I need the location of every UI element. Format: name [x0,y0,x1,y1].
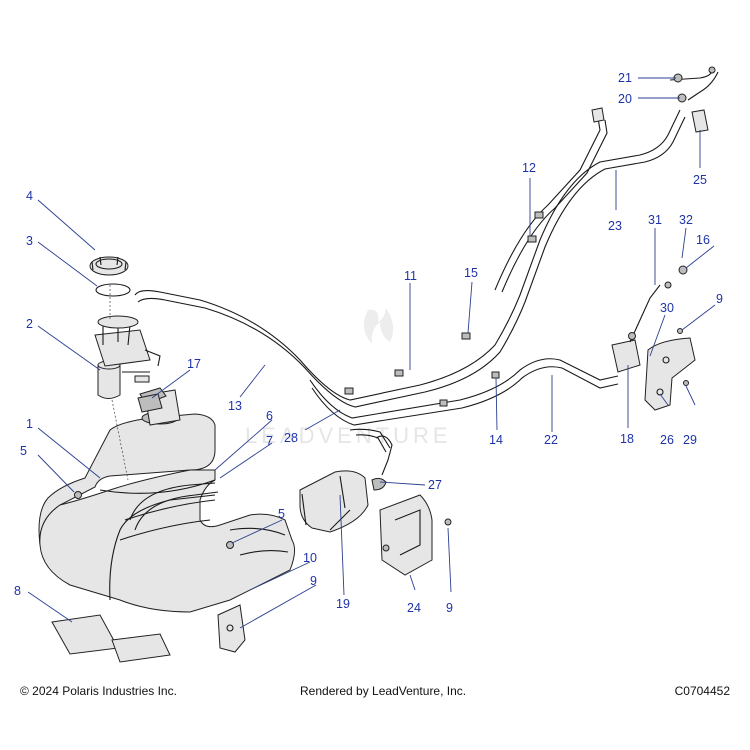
callout-20: 20 [618,92,632,106]
tank-strap [129,482,219,531]
callout-21: 21 [618,71,632,85]
callout-28: 28 [284,431,298,445]
callout-15: 15 [464,266,478,280]
tank-nut-left [74,491,82,499]
callout-7: 7 [266,434,273,448]
callout-18: 18 [620,432,634,446]
callout-3: 3 [26,234,33,248]
canister-bracket [379,494,452,576]
tank-nut-right [226,541,234,549]
callout-32: 32 [679,213,693,227]
callout-29: 29 [683,433,697,447]
callout-1: 1 [26,417,33,431]
callout-14: 14 [489,433,503,447]
callout-5-right: 5 [278,507,285,521]
callout-9-tank: 9 [310,574,317,588]
callout-30: 30 [660,301,674,315]
watermark: LEADVENTURE [245,308,452,448]
diagram-code: C0704452 [674,684,730,698]
lock-ring [89,256,129,276]
top-connectors [591,66,719,133]
heat-shield-pads [51,614,171,663]
sender-unit [137,393,163,413]
copyright-text: © 2024 Polaris Industries Inc. [20,684,177,698]
callout-9-bracket: 9 [716,292,723,306]
callout-19: 19 [336,597,350,611]
callout-24: 24 [407,601,421,615]
callout-17: 17 [187,357,201,371]
callout-10: 10 [303,551,317,565]
leader-lines [27,77,716,629]
callout-9-canister: 9 [446,601,453,615]
fuel-pump-assembly [94,315,161,399]
callout-16: 16 [696,233,710,247]
filter-bracket [644,328,696,411]
callout-12: 12 [522,161,536,175]
rendered-by-text: Rendered by LeadVenture, Inc. [300,684,467,698]
fuel-tank [38,387,296,613]
callout-4: 4 [26,189,33,203]
callout-23: 23 [608,219,622,233]
o-ring [95,283,131,297]
watermark-text: LEADVENTURE [245,423,452,448]
callout-27: 27 [428,478,442,492]
callout-13: 13 [228,399,242,413]
callout-25: 25 [693,173,707,187]
callout-6: 6 [266,409,273,423]
fuel-lines [134,109,686,453]
callout-5-left: 5 [20,444,27,458]
callout-labels: 4 3 2 1 5 8 17 13 6 7 5 10 9 28 19 11 15… [14,71,723,615]
callout-11: 11 [404,269,417,283]
callout-2: 2 [26,317,33,331]
evap-canister [299,435,393,533]
callout-8: 8 [14,584,21,598]
line-clips [344,211,544,407]
fuel-filter [611,265,688,373]
tank-bracket [217,604,246,653]
callout-31: 31 [648,213,662,227]
callout-26: 26 [660,433,674,447]
callout-22: 22 [544,433,558,447]
